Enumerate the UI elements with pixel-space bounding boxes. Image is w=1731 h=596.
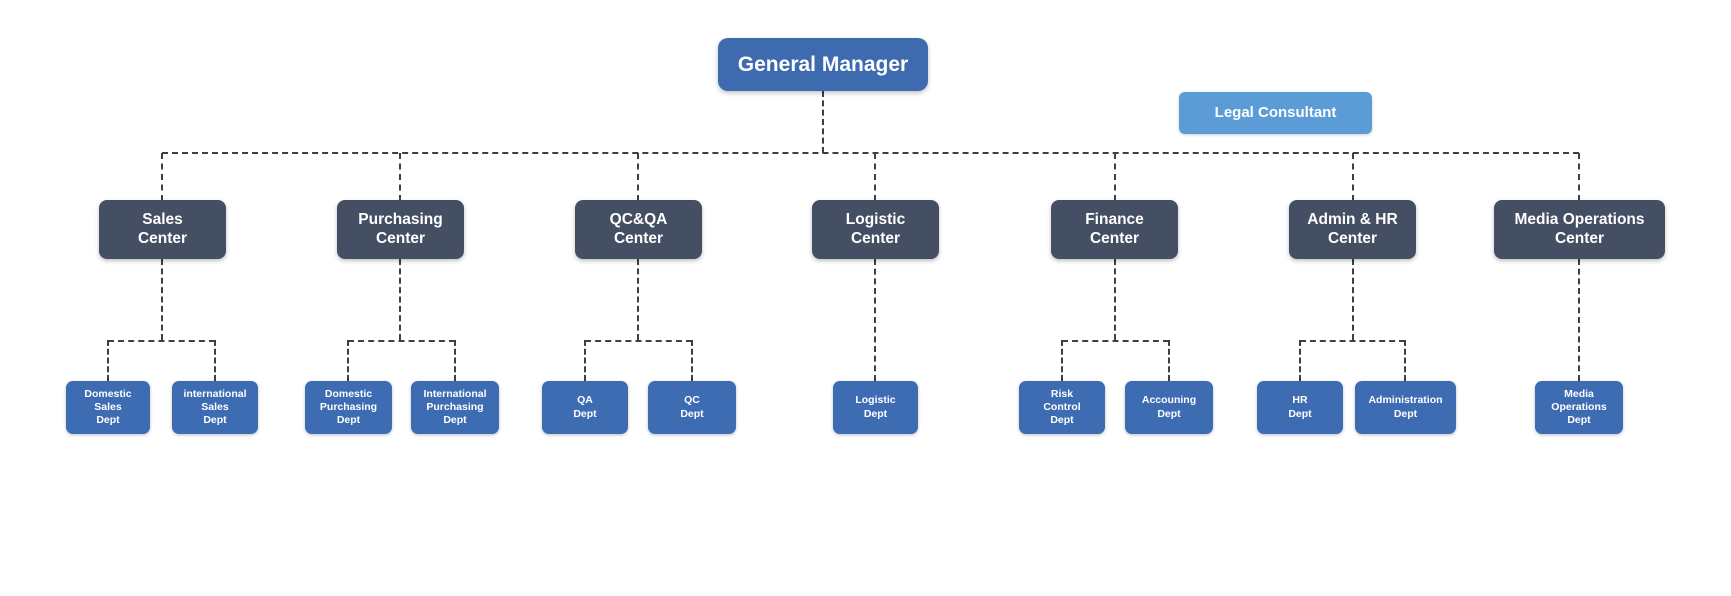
- connector-drop-adminhr: [1352, 153, 1354, 201]
- connector-adminhr-stem: [1352, 259, 1354, 340]
- connector-sales-stub-left: [107, 340, 109, 381]
- node-accouning-dept: Accouning Dept: [1125, 381, 1213, 434]
- node-domestic-sales-dept: Domestic Sales Dept: [66, 381, 150, 434]
- node-sales-center: Sales Center: [99, 200, 226, 259]
- connector-finance-stem: [1114, 259, 1116, 340]
- node-purchasing-center: Purchasing Center: [337, 200, 464, 259]
- connector-logistic-stem: [874, 259, 876, 381]
- node-hr-dept: HR Dept: [1257, 381, 1343, 434]
- node-administration-dept: Administration Dept: [1355, 381, 1456, 434]
- connector-main-rail: [162, 152, 1579, 154]
- node-risk-control-dept: Risk Control Dept: [1019, 381, 1105, 434]
- node-domestic-purchasing-dept: Domestic Purchasing Dept: [305, 381, 392, 434]
- connector-media-stem: [1578, 259, 1580, 381]
- node-qcqa-center: QC&QA Center: [575, 200, 702, 259]
- node-logistic-dept: Logistic Dept: [833, 381, 918, 434]
- connector-drop-sales: [161, 153, 163, 201]
- connector-qcqa-stub-left: [584, 340, 586, 381]
- connector-sales-stem: [161, 259, 163, 340]
- connector-sales-bracket: [108, 340, 215, 342]
- node-media-operations-dept: Media Operations Dept: [1535, 381, 1623, 434]
- node-international-purchasing-dept: International Purchasing Dept: [411, 381, 499, 434]
- connector-adminhr-stub-left: [1299, 340, 1301, 381]
- connector-finance-stub-left: [1061, 340, 1063, 381]
- node-media-operations-center: Media Operations Center: [1494, 200, 1665, 259]
- connector-adminhr-bracket: [1300, 340, 1405, 342]
- connector-purchasing-bracket: [348, 340, 455, 342]
- connector-qcqa-stub-right: [691, 340, 693, 381]
- node-logistic-center: Logistic Center: [812, 200, 939, 259]
- node-qc-dept: QC Dept: [648, 381, 736, 434]
- connector-drop-media: [1578, 153, 1580, 201]
- node-international-sales-dept: international Sales Dept: [172, 381, 258, 434]
- connector-qcqa-bracket: [585, 340, 692, 342]
- connector-purchasing-stub-right: [454, 340, 456, 381]
- node-admin-hr-center: Admin & HR Center: [1289, 200, 1416, 259]
- connector-purchasing-stub-left: [347, 340, 349, 381]
- node-legal-consultant: Legal Consultant: [1179, 92, 1372, 134]
- connector-finance-stub-right: [1168, 340, 1170, 381]
- connector-root-drop: [822, 91, 824, 153]
- connector-adminhr-stub-right: [1404, 340, 1406, 381]
- node-general-manager: General Manager: [718, 38, 928, 91]
- connector-purchasing-stem: [399, 259, 401, 340]
- connector-qcqa-stem: [637, 259, 639, 340]
- node-finance-center: Finance Center: [1051, 200, 1178, 259]
- node-qa-dept: QA Dept: [542, 381, 628, 434]
- connector-drop-purchasing: [399, 153, 401, 201]
- connector-finance-bracket: [1062, 340, 1169, 342]
- connector-drop-logistic: [874, 153, 876, 201]
- connector-drop-qcqa: [637, 153, 639, 201]
- connector-drop-finance: [1114, 153, 1116, 201]
- connector-sales-stub-right: [214, 340, 216, 381]
